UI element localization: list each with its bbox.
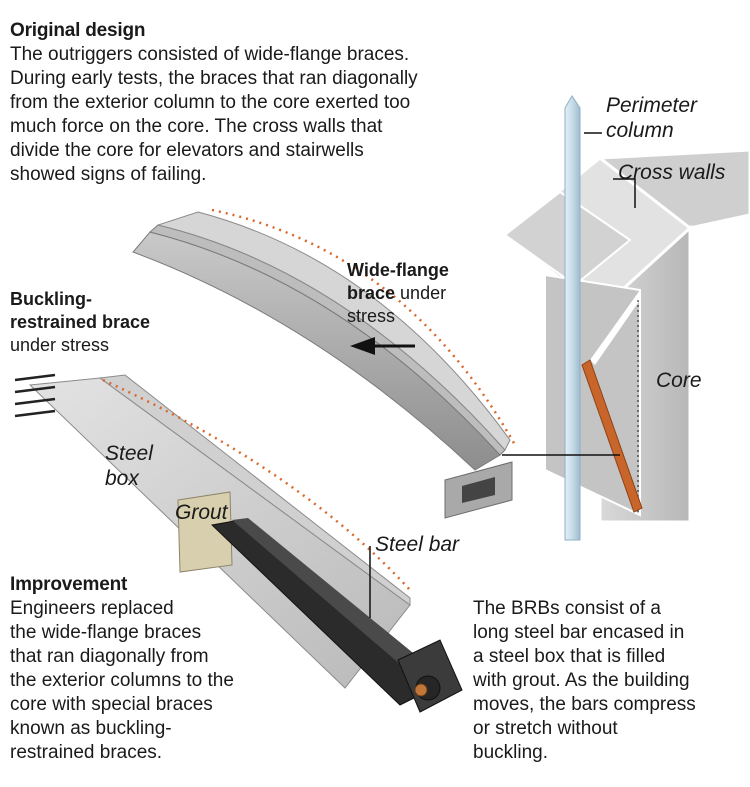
text-line: much force on the core. The cross walls … [10,116,383,137]
text-line: buckling. [473,742,548,763]
text-line: The outriggers consisted of wide-flange … [10,44,410,65]
perimeter-column-label: Perimeter column [606,94,698,142]
grout-block [177,491,233,573]
text-line: that ran diagonally from [10,646,209,667]
text-line: divide the core for elevators and stairw… [10,140,364,161]
text-line: Engineers replaced [10,598,174,619]
text-line: or stretch without [473,718,618,739]
wide-flange-brace [132,211,513,519]
improvement-section: Improvement Engineers replaced the wide-… [10,574,234,765]
diagonal-brace [581,359,643,513]
text-line: The BRBs consist of a [473,598,661,619]
text-line: a steel box that is filled [473,646,666,667]
steel-box-label: Steel box [105,442,153,490]
text-line: moves, the bars compress [473,694,696,715]
core-label: Core [656,369,702,392]
original-design-text: The outriggers consisted of wide-flange … [10,43,418,187]
buckling-restrained-brace [14,373,463,713]
text-line: long steel bar encased in [473,622,685,643]
stress-indicator-curves [102,208,517,591]
compression-arrow [350,337,415,355]
original-design-section: Original design The outriggers consisted… [10,20,418,187]
brbs-description: The BRBs consist of a long steel bar enc… [473,597,696,765]
original-design-heading: Original design [10,20,146,41]
text-line: the exterior columns to the [10,670,234,691]
text-line: During early tests, the braces that ran … [10,68,418,89]
grout-label: Grout [175,501,228,524]
text-line: core with special braces [10,694,213,715]
text-line: with grout. As the building [473,670,690,691]
steel-bar-label: Steel bar [375,533,460,556]
text-line: from the exterior column to the core exe… [10,92,411,113]
text-line: restrained braces. [10,742,163,763]
leader-lines [369,132,636,618]
improvement-heading: Improvement [10,574,128,595]
text-line: the wide-flange braces [10,622,202,643]
text-line: known as buckling- [10,718,172,739]
improvement-text: Engineers replaced the wide-flange brace… [10,597,234,765]
buckling-restrained-brace-label: Buckling- restrained brace under stress [10,289,151,355]
wide-flange-brace-label: Wide-flange brace under stress [347,260,449,326]
cross-walls-label: Cross walls [618,161,726,184]
brace-end-bars [14,373,56,418]
text-line: showed signs of failing. [10,164,207,185]
perimeter-column [564,95,581,541]
